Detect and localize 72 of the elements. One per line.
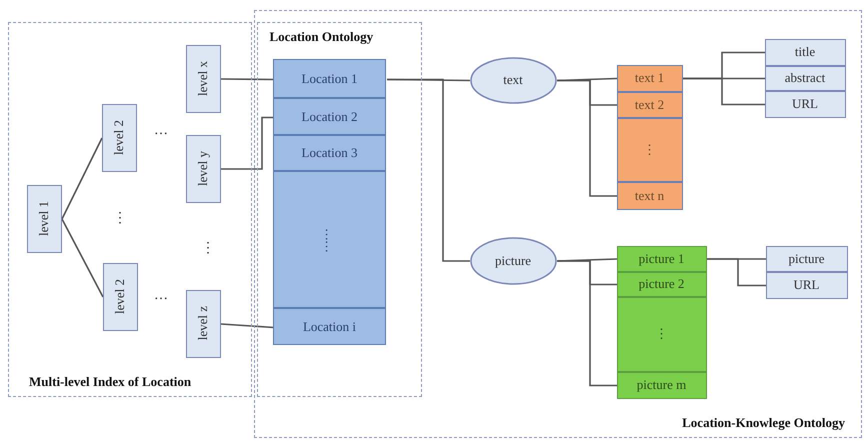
- level-box: [102, 262, 138, 330]
- connector-line: [221, 78, 274, 80]
- connector-line: [557, 80, 617, 197]
- connector-line: [220, 323, 274, 328]
- table-cell: [764, 38, 846, 66]
- table-cell: [273, 59, 386, 98]
- group-frame: [8, 22, 252, 397]
- table-cell: [616, 272, 706, 296]
- table-cell: [273, 171, 386, 308]
- level-box: [186, 44, 220, 112]
- category-ellipse: [470, 56, 556, 104]
- table-cell: [766, 246, 848, 272]
- connector-line: [683, 78, 765, 106]
- connector-line: [221, 116, 274, 170]
- group-frame: [254, 10, 862, 438]
- level-label: level y: [195, 150, 211, 186]
- ellipsis-mark: ⋮: [201, 242, 215, 256]
- cell-label: Location 2: [302, 108, 358, 124]
- table-cell: [616, 64, 682, 92]
- table-cell: [273, 135, 386, 171]
- table-cell: [616, 372, 706, 398]
- cell-label: Location i: [302, 318, 356, 334]
- level-label: level 1: [36, 200, 52, 236]
- cell-label: abstract: [784, 70, 826, 86]
- cell-label: text n: [634, 188, 664, 204]
- table-cell: [616, 296, 706, 372]
- level-box: [186, 134, 220, 202]
- cell-label: picture: [788, 250, 825, 266]
- ellipse-label: text: [503, 72, 523, 88]
- cell-label: picture 2: [638, 276, 684, 292]
- cell-label: Location 1: [302, 70, 358, 86]
- cell-label: picture m: [636, 377, 686, 393]
- cell-label: text 2: [634, 96, 664, 112]
- level-box: [102, 104, 136, 172]
- level-label: level z: [195, 306, 211, 341]
- level-label: level 2: [111, 120, 127, 155]
- table-cell: [764, 66, 846, 90]
- cell-label: ⋮: [655, 326, 668, 342]
- level-box: [186, 290, 220, 358]
- table-cell: [616, 182, 682, 210]
- cell-label: picture 1: [638, 250, 684, 266]
- cell-label: title: [794, 44, 816, 60]
- connector-line: [387, 78, 470, 262]
- table-cell: [616, 246, 706, 272]
- level-label: level 2: [112, 278, 128, 314]
- level-label: level x: [195, 60, 211, 96]
- table-cell: [273, 308, 386, 345]
- connector-line: [707, 258, 766, 286]
- table-cell: [616, 118, 682, 182]
- cell-label: URL: [792, 96, 818, 112]
- table-cell: [764, 90, 846, 118]
- group-title: Location-Knowlege Ontology: [682, 415, 845, 431]
- connector-line: [61, 218, 104, 298]
- level-box: [26, 184, 62, 252]
- connector-line: [61, 138, 103, 220]
- cell-label: Location 3: [302, 145, 358, 161]
- cell-label: ⋮: [643, 142, 656, 158]
- group-title: Multi-level Index of Location: [29, 374, 192, 390]
- table-cell: [766, 272, 848, 298]
- cell-label: ……: [322, 228, 338, 252]
- group-frame: [256, 22, 422, 396]
- category-ellipse: [470, 236, 556, 284]
- table-cell: [616, 92, 682, 118]
- ellipsis-mark: ⋮: [113, 212, 127, 226]
- cell-label: text 1: [634, 70, 664, 86]
- connector-line: [557, 260, 617, 386]
- table-cell: [273, 98, 386, 135]
- ellipse-label: picture: [494, 252, 532, 268]
- cell-label: URL: [794, 277, 820, 293]
- ellipsis-mark: …: [154, 124, 168, 138]
- ellipsis-mark: …: [154, 289, 168, 303]
- group-title: Location Ontology: [270, 28, 374, 44]
